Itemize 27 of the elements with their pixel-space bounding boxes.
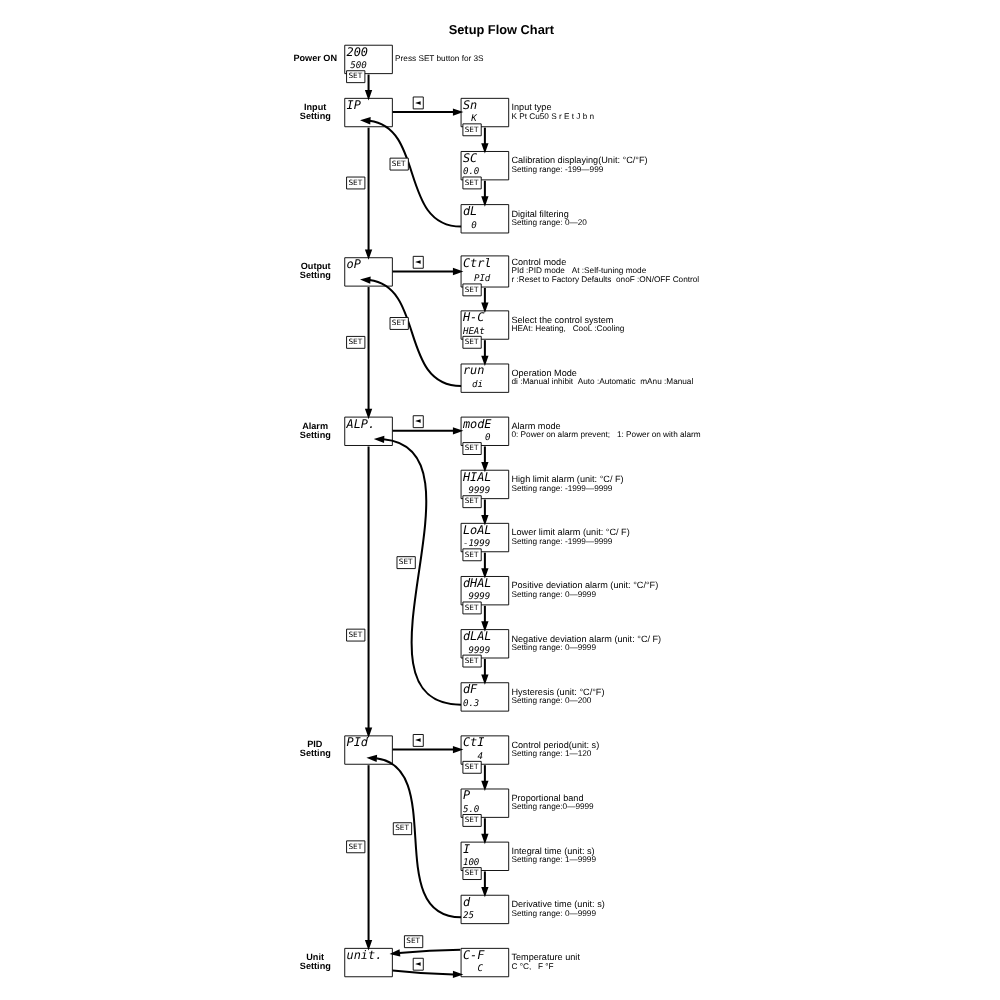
- arrow: [364, 765, 373, 951]
- arrow: [481, 499, 489, 526]
- arrow: [364, 74, 373, 101]
- arrow: [364, 287, 373, 420]
- arrow: [481, 552, 489, 579]
- arrow: [481, 127, 489, 154]
- arrow: [366, 754, 462, 919]
- arrow: [392, 969, 464, 979]
- arrow: [481, 818, 489, 845]
- arrow: [364, 127, 373, 260]
- arrow: [481, 605, 489, 632]
- arrow: [392, 745, 464, 754]
- arrow: [481, 765, 489, 792]
- arrow: [389, 948, 461, 957]
- arrow: [481, 287, 489, 313]
- arrow: [392, 108, 464, 116]
- arrow: [392, 267, 464, 276]
- arrow: [364, 446, 373, 738]
- arrow: [481, 340, 489, 367]
- arrow: [481, 180, 489, 207]
- arrow: [360, 276, 462, 387]
- arrow: [481, 871, 489, 898]
- arrow: [481, 446, 489, 473]
- arrow: [392, 427, 464, 435]
- arrow: [373, 435, 462, 706]
- arrow: [481, 658, 489, 685]
- arrow: [360, 117, 462, 228]
